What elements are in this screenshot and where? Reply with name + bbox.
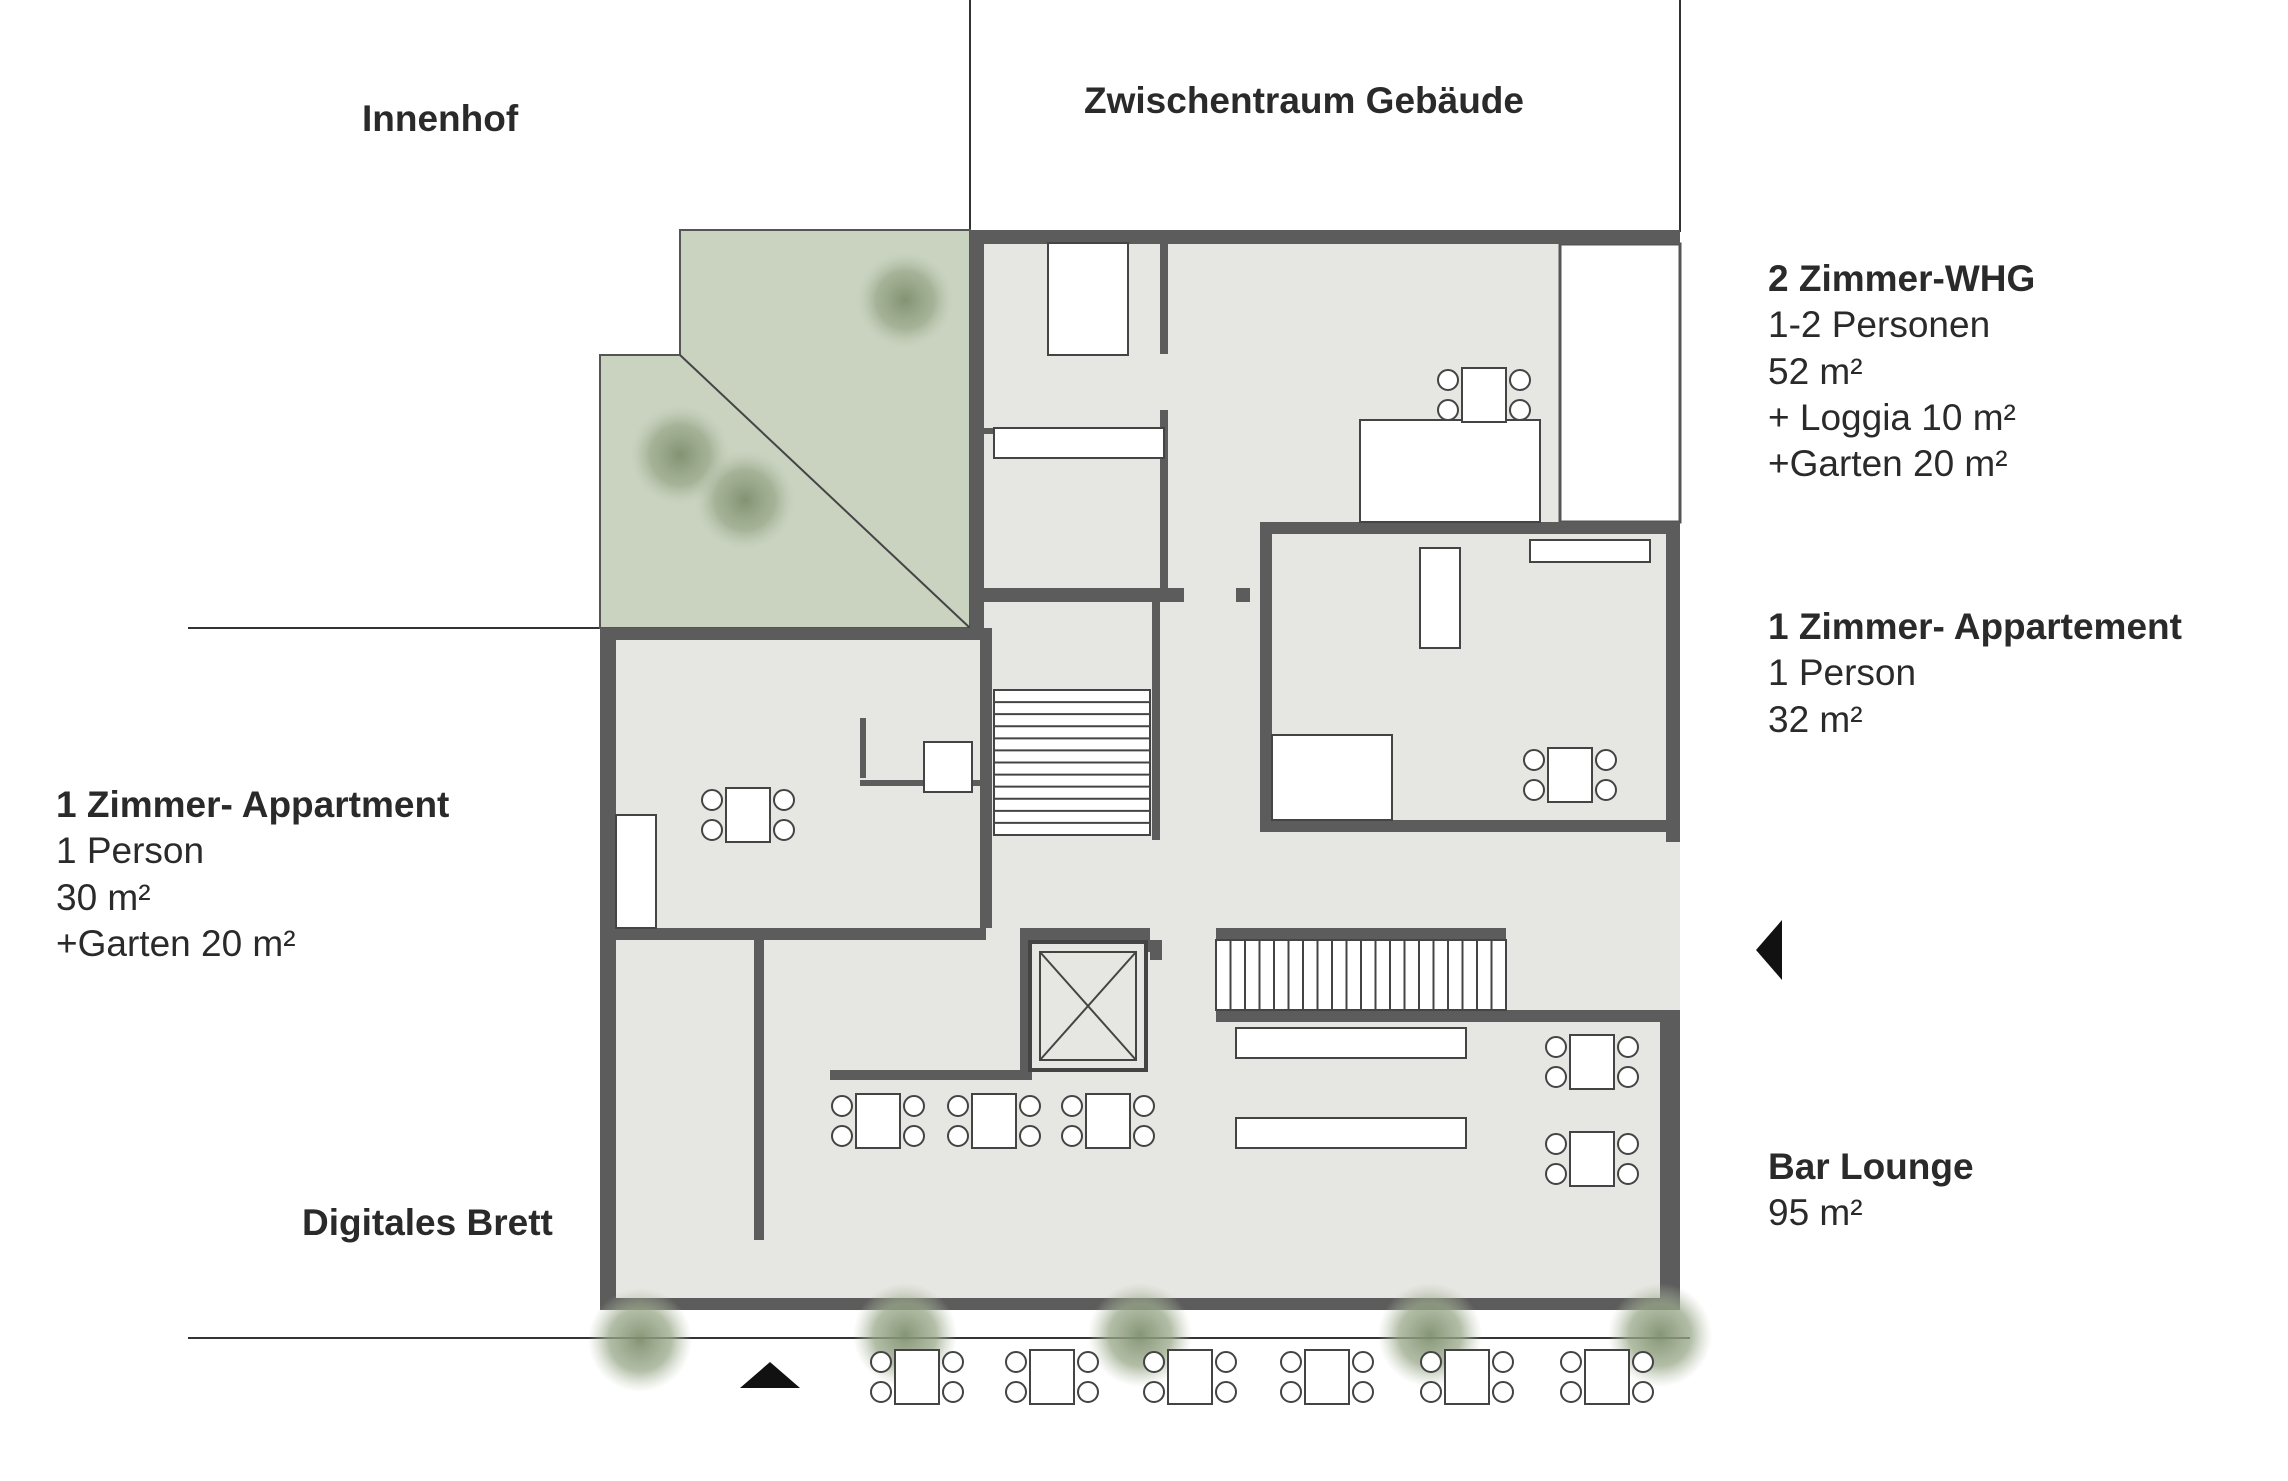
chair-icon bbox=[773, 789, 795, 811]
unit-2-zimmer-whg: 2 Zimmer-WHG 1-2 Personen 52 m² + Loggia… bbox=[1768, 256, 2035, 487]
chair-icon bbox=[1509, 399, 1531, 421]
chair-icon bbox=[831, 1125, 853, 1147]
chair-icon bbox=[1492, 1351, 1514, 1373]
garden-area bbox=[599, 229, 971, 629]
unit-persons: 1 Person bbox=[1768, 652, 1917, 694]
tree-icon bbox=[1088, 1283, 1192, 1387]
chair-icon bbox=[1280, 1381, 1302, 1403]
unit-area: 30 m² bbox=[56, 876, 151, 918]
chair-icon bbox=[1632, 1351, 1654, 1373]
unit-bar-lounge: Bar Lounge 95 m² bbox=[1768, 1144, 1974, 1237]
chair-icon bbox=[903, 1125, 925, 1147]
chair-icon bbox=[1509, 369, 1531, 391]
chair-icon bbox=[701, 819, 723, 841]
chair-icon bbox=[1352, 1351, 1374, 1373]
chair-icon bbox=[1143, 1351, 1165, 1373]
chair-icon bbox=[1492, 1381, 1514, 1403]
unit-area: 32 m² bbox=[1768, 698, 1863, 740]
chair-icon bbox=[1632, 1381, 1654, 1403]
digitales-brett-label: Digitales Brett bbox=[302, 1200, 553, 1246]
unit-persons: 1-2 Personen bbox=[1768, 304, 1991, 346]
chair-icon bbox=[773, 819, 795, 841]
zwischenraum-label: Zwischentraum Gebäude bbox=[1084, 78, 1524, 124]
chair-icon bbox=[831, 1095, 853, 1117]
chair-icon bbox=[1077, 1381, 1099, 1403]
unit-title: 2 Zimmer-WHG bbox=[1768, 258, 2036, 299]
unit-garden: +Garten 20 m² bbox=[1768, 443, 2008, 484]
chair-icon bbox=[1437, 399, 1459, 421]
chair-icon bbox=[1545, 1163, 1567, 1185]
chair-icon bbox=[1133, 1095, 1155, 1117]
chair-icon bbox=[1437, 369, 1459, 391]
chair-icon bbox=[947, 1125, 969, 1147]
unit-area: 52 m² bbox=[1768, 350, 1863, 392]
tables bbox=[701, 367, 1639, 1187]
chair-icon bbox=[870, 1381, 892, 1403]
entrance-arrow-bottom-icon bbox=[740, 1362, 800, 1388]
chair-icon bbox=[1133, 1125, 1155, 1147]
chair-icon bbox=[1545, 1066, 1567, 1088]
innenhof-text: Innenhof bbox=[362, 98, 519, 139]
chair-icon bbox=[1617, 1036, 1639, 1058]
unit-title: 1 Zimmer- Appartment bbox=[56, 784, 450, 825]
chair-icon bbox=[1617, 1066, 1639, 1088]
unit-garden: +Garten 20 m² bbox=[56, 922, 296, 964]
chair-icon bbox=[1420, 1381, 1442, 1403]
chair-icon bbox=[1545, 1133, 1567, 1155]
chair-icon bbox=[947, 1095, 969, 1117]
unit-loggia: + Loggia 10 m² bbox=[1768, 396, 2016, 438]
innenhof-label: Innenhof bbox=[362, 96, 518, 142]
unit-1-zimmer-appartment: 1 Zimmer- Appartment 1 Person 30 m² +Gar… bbox=[56, 782, 449, 967]
outdoor-tables bbox=[870, 1349, 1654, 1405]
chair-icon bbox=[1420, 1351, 1442, 1373]
chair-icon bbox=[1617, 1133, 1639, 1155]
chair-icon bbox=[701, 789, 723, 811]
zwischenraum-text: Zwischentraum Gebäude bbox=[1084, 80, 1524, 121]
chair-icon bbox=[1560, 1381, 1582, 1403]
tree-icon bbox=[695, 450, 795, 550]
tree-icon bbox=[588, 1288, 692, 1392]
chair-icon bbox=[942, 1381, 964, 1403]
chair-icon bbox=[1595, 779, 1617, 801]
tree-icon bbox=[857, 252, 953, 348]
chair-icon bbox=[942, 1351, 964, 1373]
chair-icon bbox=[1061, 1125, 1083, 1147]
chair-icon bbox=[1005, 1381, 1027, 1403]
chair-icon bbox=[1523, 749, 1545, 771]
chair-icon bbox=[1019, 1095, 1041, 1117]
unit-persons: 1 Person bbox=[56, 830, 205, 872]
chair-icon bbox=[870, 1351, 892, 1373]
chair-icon bbox=[1215, 1351, 1237, 1373]
unit-title: 1 Zimmer- Appartement bbox=[1768, 606, 2182, 647]
chair-icon bbox=[1523, 779, 1545, 801]
chair-icon bbox=[1352, 1381, 1374, 1403]
chair-icon bbox=[1215, 1381, 1237, 1403]
chair-icon bbox=[1005, 1351, 1027, 1373]
chair-icon bbox=[1280, 1351, 1302, 1373]
chair-icon bbox=[1595, 749, 1617, 771]
unit-1-zimmer-appartement: 1 Zimmer- Appartement 1 Person 32 m² bbox=[1768, 604, 2182, 743]
chair-icon bbox=[1560, 1351, 1582, 1373]
chair-icon bbox=[1143, 1381, 1165, 1403]
chair-icon bbox=[1545, 1036, 1567, 1058]
entrance-arrow-right-icon bbox=[1756, 920, 1782, 980]
elevator bbox=[1028, 940, 1148, 1072]
digitales-brett-text: Digitales Brett bbox=[302, 1202, 553, 1243]
unit-title: Bar Lounge bbox=[1768, 1146, 1974, 1187]
chair-icon bbox=[1617, 1163, 1639, 1185]
chair-icon bbox=[1061, 1095, 1083, 1117]
unit-area: 95 m² bbox=[1768, 1192, 1863, 1234]
chair-icon bbox=[903, 1095, 925, 1117]
chair-icon bbox=[1077, 1351, 1099, 1373]
chair-icon bbox=[1019, 1125, 1041, 1147]
